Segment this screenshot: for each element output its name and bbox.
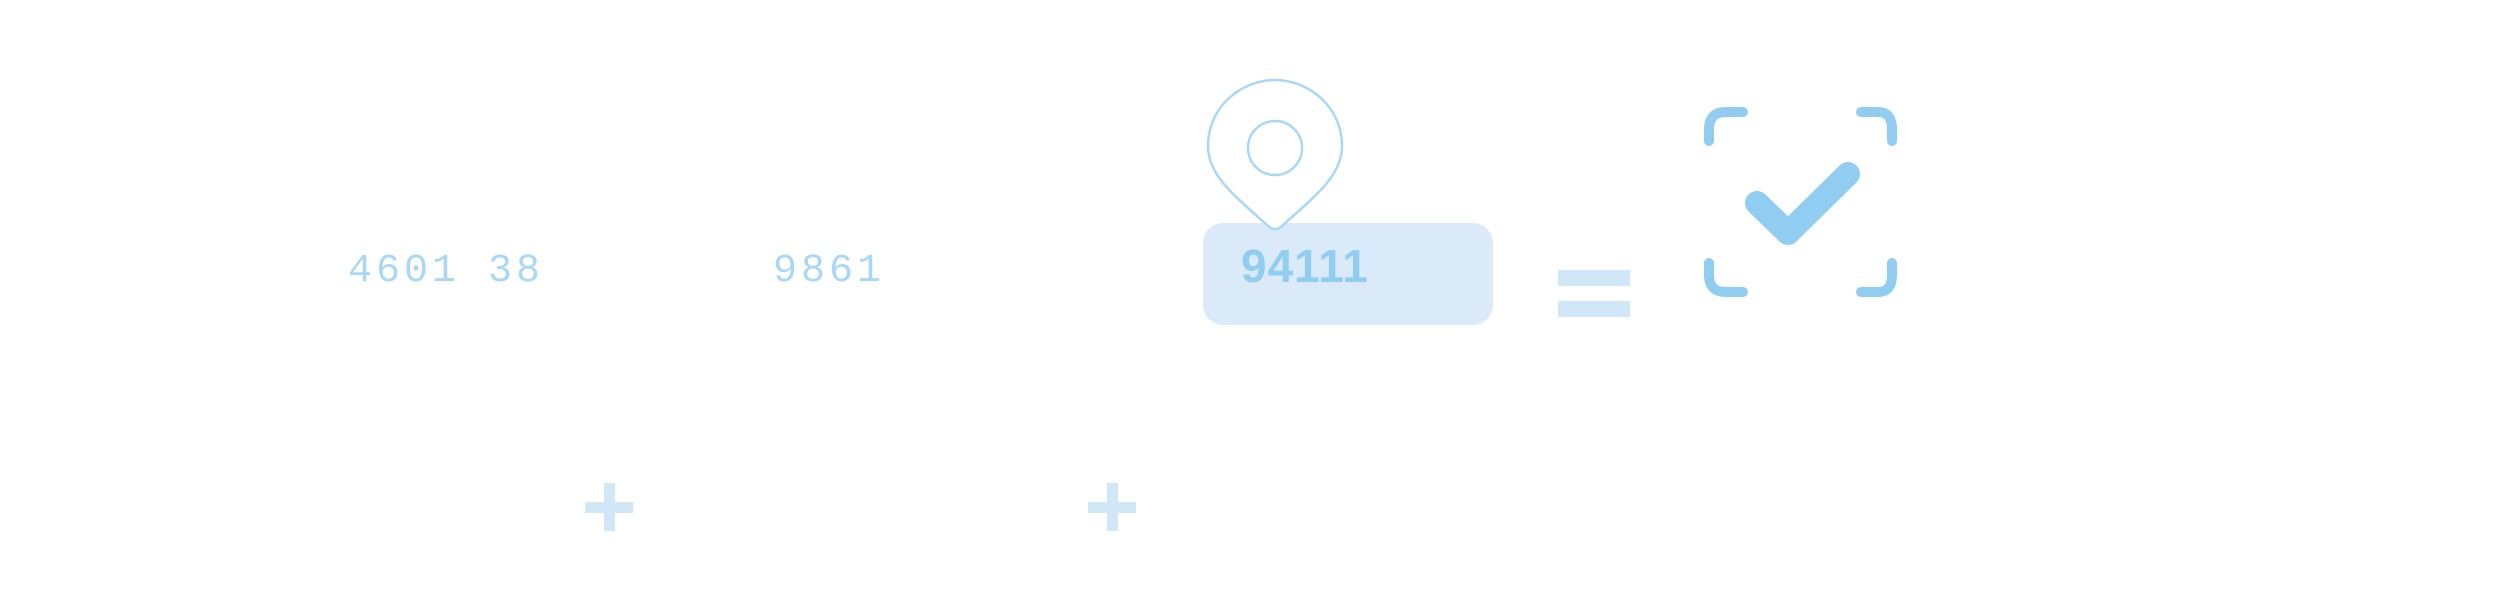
zip-code-value: 94111 <box>1241 240 1369 292</box>
zip-code-badge: 94111 <box>1203 223 1493 325</box>
plus-icon <box>1088 483 1136 531</box>
plus-icon <box>585 483 633 531</box>
scan-check-icon <box>1704 107 1897 297</box>
operand-1: 4601 38 <box>348 249 545 294</box>
equals-icon <box>1558 270 1630 318</box>
map-pin-icon <box>1206 78 1344 231</box>
operand-2: 9861 <box>773 249 886 294</box>
